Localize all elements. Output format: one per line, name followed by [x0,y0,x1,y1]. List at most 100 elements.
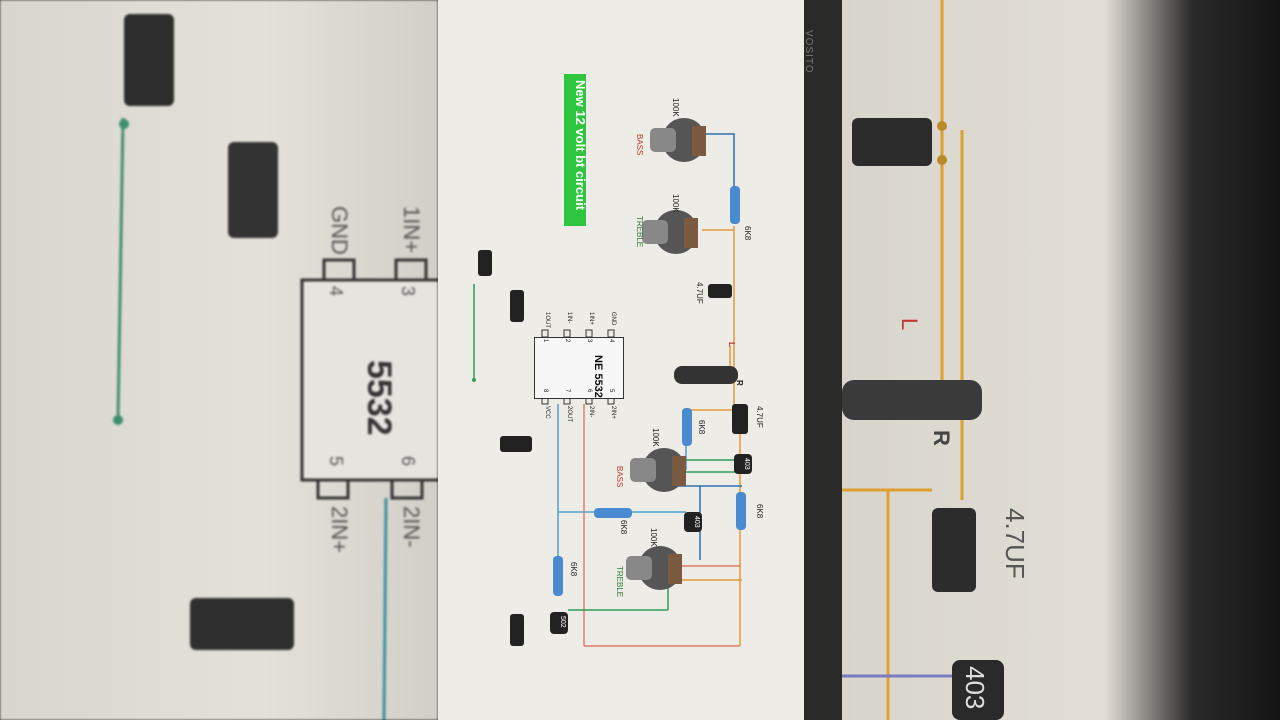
resistor-value-label: 6K8 [619,520,628,535]
pot-value-label: 100K [651,428,660,447]
left-pin-label-1in: 1IN+ [399,206,424,254]
right-cap-code: 403 [960,666,990,710]
left-pin-label-2in-minus: 2IN- [399,506,424,548]
schematic-drawing [472,118,752,647]
capacitor-shape [124,14,174,106]
caption-badge [564,74,586,226]
chip-pin-label: 1IN- [566,312,572,324]
ic-chip [534,337,624,399]
audio-jack-shape [842,380,982,420]
tablet-device: VOSITO New 12 volt bt circuit [438,0,842,720]
audio-jack-shape [674,366,738,384]
resistor-value-label: 6K8 [569,562,578,577]
capacitor-shape [734,454,752,474]
chip-pin-label: 1IN+ [588,312,594,325]
pot-name-label-bass: BASS [615,466,624,488]
capacitor-shape [510,290,524,322]
left-pin-num: 3 [398,286,418,297]
capacitor-shape [932,508,976,592]
resistor-value-label: 6K8 [743,226,752,241]
capacitor-shape [708,284,732,298]
pot-shaft [630,458,656,482]
capacitor-shape [510,614,524,646]
left-pin-num: 4 [326,286,346,297]
transistor-shape [952,660,1004,720]
wire [700,133,735,190]
chip-pin [390,478,424,500]
chip-pin [394,258,428,282]
tablet-screen: New 12 volt bt circuit [438,0,804,720]
pot-value-label: 100K [671,98,680,117]
capacitor-shape [500,436,532,452]
capacitor-shape [684,512,702,532]
capacitor-shape [228,142,278,238]
resistor-shape [730,186,740,224]
resistor-shape [682,408,692,446]
resistor-value-label: 6K8 [697,420,706,435]
bezel-brand: VOSITO [803,30,814,74]
pot-shaft [642,220,668,244]
right-cap-value: 4.7UF [1000,508,1030,579]
chip-outline-zoom [300,278,438,482]
chip-pin [585,329,593,338]
background-left-zoom: GND 1IN+ 4 3 5532 5 6 2IN+ 2IN- [0,0,438,720]
right-label-l: L [897,318,922,331]
wire [116,117,125,421]
pot-shaft [650,128,676,152]
pot-terminals [668,554,682,584]
left-zoom-drawing [113,14,438,720]
resistor-value-label: 6K8 [755,504,764,519]
chip-pin-number: 4 [608,339,614,343]
resistor-shape [736,492,746,530]
chip-pin [541,329,549,338]
wire [382,497,388,720]
background-right-zoom: L R 4.7UF 403 [842,0,1280,720]
chip-pin-number: 3 [586,339,592,343]
capacitor-shape [852,118,932,166]
jack-label-l: L [727,342,736,347]
left-pin-num: 6 [398,456,418,467]
cap-value-label: 4.7UF [695,282,704,304]
capacitor-shape [550,612,568,634]
chip-pin-number: 1 [542,339,548,343]
left-chip-text: 5532 [360,360,398,436]
chip-pin-label: 1OUT [544,312,550,329]
pot-name-label-treble: TREBLE [615,566,624,598]
cap-code-label: 403 [743,458,750,470]
chip-pin-number: 6 [586,389,592,393]
cap-code-label: 403 [693,516,700,528]
chip-pin-label: GND [610,312,616,326]
resistor-shape [553,556,563,596]
pot-terminals [684,218,698,248]
wire-node [119,119,129,129]
chip-pin-label: 2OUT [566,406,572,423]
chip-pin-label: 2IN- [588,406,594,418]
pot-value-label: 100K [649,528,658,547]
chip-pin [563,329,571,338]
pot-name-label-bass: BASS [635,134,644,156]
chip-pin [316,478,350,500]
left-pin-label-2in-plus: 2IN+ [327,506,352,554]
chip-pin-label: 2IN+ [610,406,616,419]
left-pin-label-gnd: GND [327,206,352,255]
left-pin-num: 5 [326,456,346,467]
capacitor-shape [190,598,294,650]
right-label-r: R [929,430,954,446]
chip-pin-number: 7 [564,389,570,393]
pot-shaft [626,556,652,580]
chip-pin-label: VCC [544,406,550,419]
pot-terminals [672,456,686,486]
chip-pin-number: 5 [608,389,614,393]
right-zoom-drawing [842,0,1004,720]
chip-pin-number: 8 [542,389,548,393]
pot-name-label-treble: TREBLE [635,216,644,248]
wire-node [937,155,947,165]
resistor-shape [594,508,632,518]
chip-pin [607,329,615,338]
capacitor-shape [732,404,748,434]
pot-terminals [692,126,706,156]
chip-pin-number: 2 [564,339,570,343]
wire-node [113,415,123,425]
pot-value-label: 100K [671,194,680,213]
wire-node [472,378,476,382]
